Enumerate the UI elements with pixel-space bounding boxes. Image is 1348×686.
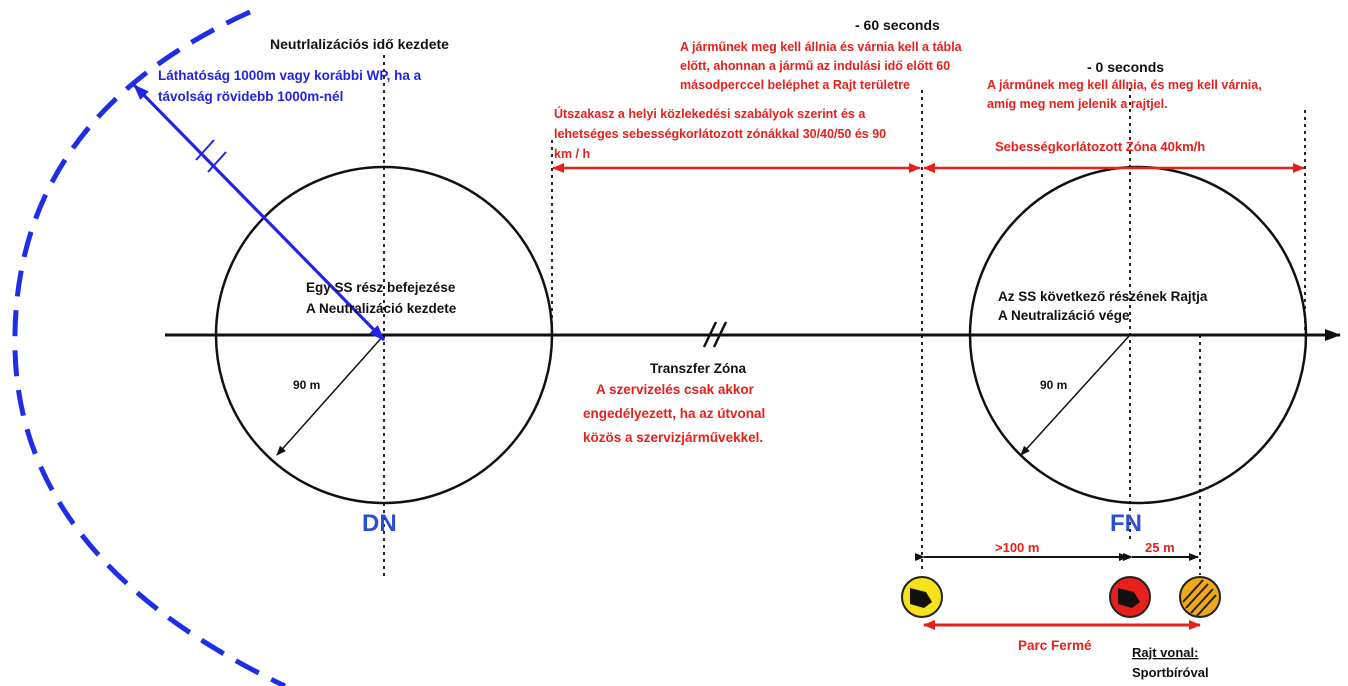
minus0-line-1: A járműnek meg kell állnia, és meg kell … <box>987 78 1262 92</box>
end-zone-sign <box>1179 576 1221 618</box>
axis-break-mark <box>702 321 728 348</box>
visibility-break-mark <box>195 139 227 173</box>
transfer-line-2: engedélyezett, ha az útvonal <box>583 406 765 421</box>
left-radius-label: 90 m <box>293 378 320 392</box>
parc-ferme-label: Parc Fermé <box>1018 638 1092 653</box>
left-radius-arrow <box>276 334 385 456</box>
minus60-line-2: előtt, ahonnan a jármű az indulási idő e… <box>680 59 950 73</box>
yellow-clock-sign <box>901 576 943 618</box>
minus60-line-3: másodperccel beléphet a Rajt területre <box>680 78 910 92</box>
road-section-line-3: km / h <box>554 147 590 161</box>
start-line-sub: Sportbíróval <box>1132 665 1209 680</box>
right-circle-line-1: Az SS következő részének Rajtja <box>998 289 1208 304</box>
left-circle-line-2: A Neutralizáció kezdete <box>306 301 457 316</box>
visibility-arc <box>12 9 287 686</box>
start-line-title: Rajt vonal: <box>1132 645 1198 660</box>
fn-label: FN <box>1110 510 1142 537</box>
left-circle-line-1: Egy SS rész befejezése <box>306 280 456 295</box>
dn-label: DN <box>362 510 397 537</box>
gt100-label: >100 m <box>995 540 1039 555</box>
visibility-line-2: távolság rövidebb 1000m-nél <box>158 89 343 104</box>
right-radius-arrow <box>1020 334 1131 456</box>
red-clock-sign <box>1109 576 1151 618</box>
minus0-label: - 0 seconds <box>1087 59 1164 75</box>
visibility-line-1: Láthatóság 1000m vagy korábbi WP, ha a <box>158 68 422 83</box>
right-circle-line-2: A Neutralizáció vége <box>998 308 1130 323</box>
minus60-line-1: A járműnek meg kell állnia és várnia kel… <box>680 40 963 54</box>
m25-label: 25 m <box>1145 540 1175 555</box>
road-section-line-1: Útszakasz a helyi közlekedési szabályok … <box>554 106 866 121</box>
right-radius-label: 90 m <box>1040 378 1067 392</box>
transfer-zone-title: Transzfer Zóna <box>650 361 747 376</box>
transfer-line-1: A szervizelés csak akkor <box>596 382 755 397</box>
minus60-label: - 60 seconds <box>855 17 940 33</box>
road-section-line-2: lehetséges sebességkorlátozott zónákkal … <box>554 127 886 141</box>
transfer-line-3: közös a szervizjárművekkel. <box>583 430 763 445</box>
neutralization-start-label: Neutrlalizációs idő kezdete <box>270 36 449 52</box>
speed-zone-label: Sebességkorlátozott Zóna 40km/h <box>995 139 1205 154</box>
minus0-line-2: amíg meg nem jelenik a rajtjel. <box>987 97 1168 111</box>
visibility-arrow-tail <box>132 83 386 342</box>
